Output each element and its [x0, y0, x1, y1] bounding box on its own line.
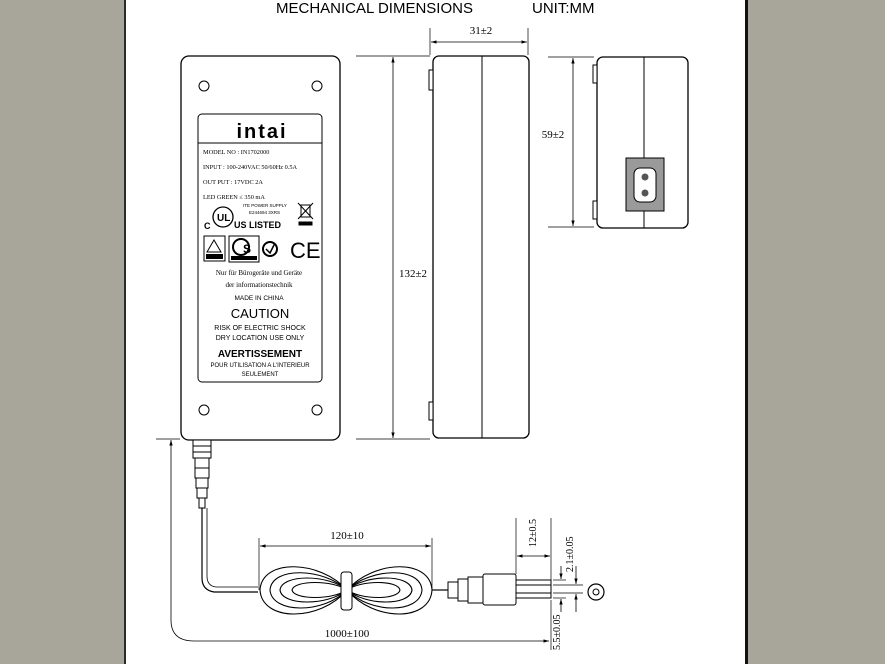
screw-hole-top-right	[311, 80, 323, 92]
dim-plug-length-label: 12±0.5	[528, 519, 539, 547]
caution-heading: CAUTION	[231, 306, 290, 321]
c-mark: C	[204, 221, 211, 231]
weee-bin-icon	[297, 202, 314, 226]
dim-coil-label: 120±10	[330, 530, 364, 542]
german-line-2: der informationstechnik	[225, 281, 293, 289]
dim-total-path	[169, 440, 549, 643]
label-input: INPUT : 100-240VAC 50/60Hz 0.5A	[203, 164, 297, 171]
avertissement-line-1: POUR UTILISATION A L'INTERIEUR	[210, 363, 310, 369]
ul-text-1: ITE POWER SUPPLY	[243, 203, 287, 208]
label-led: LED GREEN ≤ 350 mA	[203, 194, 265, 201]
end-tab-bottom	[592, 200, 598, 220]
dim-inner-dia-label: 2.1±0.05	[565, 537, 576, 573]
dim-outer-dia-label: 5.5±0.05	[552, 615, 563, 651]
caution-line-2: DRY LOCATION USE ONLY	[216, 335, 305, 342]
dim-length-label: 132±2	[399, 268, 427, 280]
screw-hole-top-left	[198, 80, 210, 92]
dc-plug	[447, 573, 552, 606]
ac-inlet-icon	[625, 157, 665, 212]
label-output: OUT PUT : 17VDC 2A	[203, 179, 263, 186]
screw-hole-bottom-right	[311, 404, 323, 416]
side-tab-top	[428, 69, 434, 91]
dim-height-label: 59±2	[542, 129, 565, 141]
adapter-side-body	[432, 55, 530, 439]
ce-mark: CE	[290, 238, 321, 263]
dim-depth-label: 31±2	[470, 25, 493, 37]
made-in-label: MADE IN CHINA	[234, 295, 284, 302]
cable-tie	[340, 571, 353, 611]
screw-hole-bottom-left	[198, 404, 210, 416]
side-tab-bottom	[428, 401, 434, 421]
adapter-end-body	[596, 56, 689, 229]
unit-label: UNIT:MM	[532, 0, 595, 17]
drawing-title: MECHANICAL DIMENSIONS	[276, 0, 473, 17]
svg-text:S: S	[243, 242, 251, 256]
german-line-1: Nur für Bürogeräte und Geräte	[216, 269, 302, 277]
saa-tick-icon	[203, 235, 226, 262]
ctick-icon	[262, 241, 278, 257]
us-listed-text: US LISTED	[234, 220, 282, 230]
product-label	[197, 113, 323, 383]
ul-text-2: E244694 3XRS	[249, 210, 280, 215]
brand-logo: intai	[236, 121, 287, 143]
end-tab-top	[592, 64, 598, 84]
dim-total-label: 1000±100	[325, 628, 370, 640]
ul-logo-letters: UL	[217, 213, 230, 224]
label-model: MODEL NO : IN1702000	[203, 149, 269, 156]
dc-cable-inner	[206, 508, 258, 588]
avertissement-heading: AVERTISSEMENT	[218, 349, 302, 360]
cable-strain-relief	[192, 439, 212, 509]
dc-cable	[201, 508, 258, 593]
plug-end-inner	[592, 588, 600, 596]
caution-line-1: RISK OF ELECTRIC SHOCK	[214, 325, 306, 332]
sheet-right-edge	[745, 0, 748, 664]
avertissement-line-2: SEULEMENT	[242, 372, 279, 378]
gs-mark-icon: S	[228, 235, 260, 263]
ul-logo-icon	[212, 206, 234, 228]
